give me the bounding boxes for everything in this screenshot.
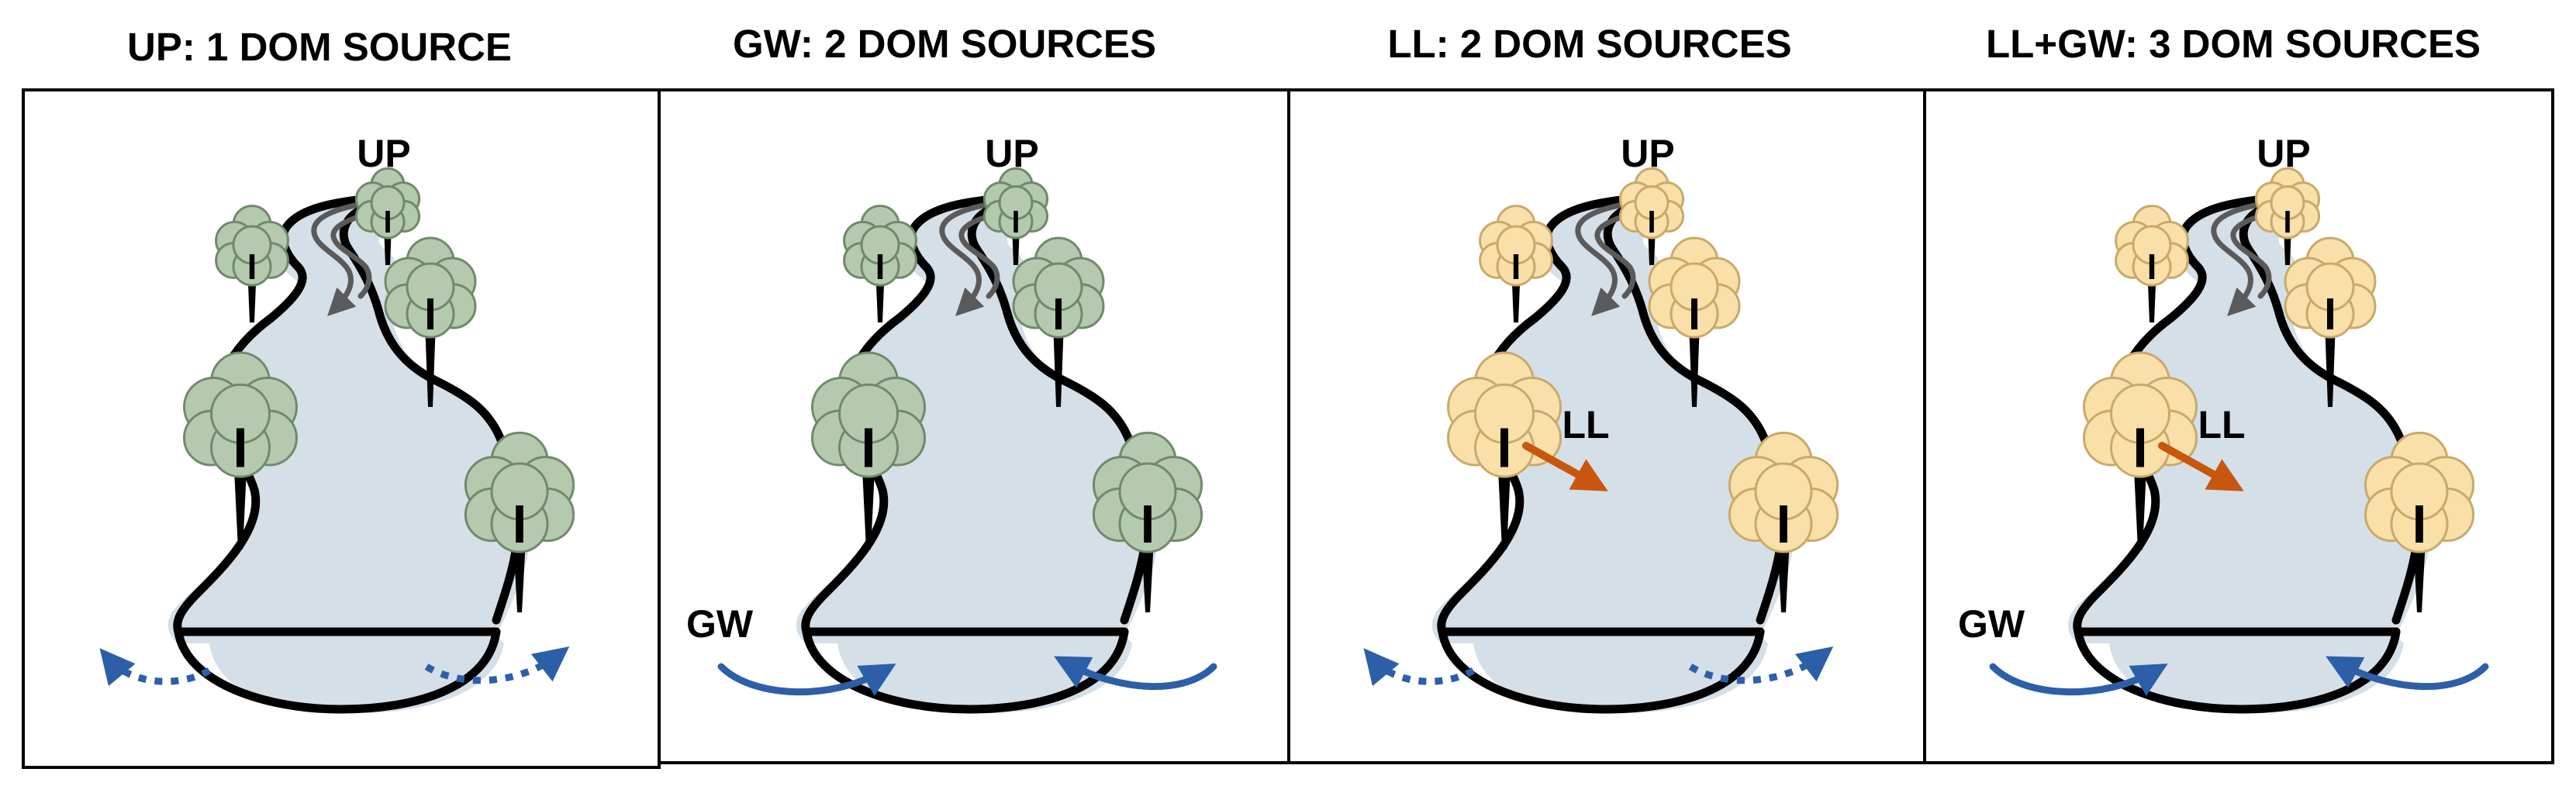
groundwater-outflow-arrow-right	[424, 646, 570, 684]
tree-trunk-top	[2149, 254, 2155, 279]
tree-trunk	[862, 457, 875, 550]
tree-top-right	[2254, 167, 2321, 265]
tree-lower-right	[464, 431, 575, 612]
tree-upper-left	[215, 205, 289, 322]
panel-title-gw: GW: 2 DOM SOURCES	[733, 22, 1156, 66]
tree-trunk	[513, 533, 527, 612]
tree-trunk-top	[516, 505, 523, 543]
tree-trunk-top	[1013, 211, 1018, 233]
tree-trunk-top	[249, 254, 255, 279]
tree-trunk	[2325, 322, 2336, 407]
tree-trunk	[1141, 533, 1155, 612]
groundwater-inflow-arrow-right	[2326, 656, 2489, 691]
tree-lower-right	[1728, 431, 1839, 612]
groundwater-outflow-arrow-left	[99, 648, 212, 687]
upstream-flow-line	[330, 210, 375, 299]
tree-lower-right	[1092, 431, 1203, 612]
upstream-flow-line	[1594, 210, 1639, 299]
tree-trunk-top	[877, 254, 883, 279]
tree-upper-left	[2115, 205, 2189, 322]
tree-top-right	[1618, 167, 1685, 265]
tree-trunk-top	[427, 298, 433, 329]
tree-trunk	[1777, 533, 1790, 612]
river-water	[2067, 200, 2430, 713]
tree-trunk-top	[865, 428, 872, 467]
tree-trunk-top	[385, 211, 390, 233]
groundwater-inflow-arrow-left	[1989, 663, 2168, 696]
upstream-flow-arrow	[2211, 200, 2271, 316]
tree-trunk-top	[1649, 211, 1654, 233]
groundwater-outflow-arrow-right	[1688, 646, 1834, 684]
tree-upper-right	[2284, 236, 2377, 407]
tree-trunk	[425, 322, 436, 407]
groundwater-inflow-arrow-right	[1054, 656, 1217, 691]
tree-upper-right	[1648, 236, 1741, 407]
tree-upper-right	[384, 236, 477, 407]
tree-trunk	[233, 457, 247, 550]
tree-trunk	[2412, 533, 2426, 612]
label-gw: GW	[1958, 602, 2025, 646]
upstream-flow-arrow	[939, 200, 1000, 316]
tree-trunk-top	[237, 428, 244, 467]
tree-mid-left	[2083, 351, 2198, 550]
tree-upper-right	[1012, 236, 1105, 407]
panel-scene-1: UP	[99, 132, 575, 714]
tree-mid-left	[811, 351, 926, 550]
river-water	[1431, 200, 1794, 713]
tree-trunk-top	[1500, 428, 1508, 467]
tree-upper-left	[843, 205, 917, 322]
upstream-flow-arrow	[1575, 200, 1635, 316]
tree-trunk-top	[1780, 505, 1787, 543]
leaf-litter-arrow	[2158, 442, 2244, 491]
label-ll: LL	[2198, 403, 2245, 446]
tree-trunk-top	[2136, 428, 2144, 467]
tree-trunk	[1053, 322, 1064, 407]
tree-trunk-top	[1691, 298, 1697, 329]
upstream-flow-line	[2230, 210, 2275, 299]
tree-lower-right	[2364, 431, 2475, 612]
tree-trunk-top	[2415, 505, 2423, 543]
panel-frame-ll-gw	[1923, 88, 2554, 764]
groundwater-inflow-arrow-left	[717, 663, 896, 696]
panel-title-ll: LL: 2 DOM SOURCES	[1387, 22, 1791, 66]
tree-trunk-top	[2327, 298, 2333, 329]
label-ll: LL	[1562, 403, 1609, 446]
tree-trunk-top	[2285, 211, 2290, 233]
river-water	[796, 200, 1159, 713]
tree-upper-left	[1479, 205, 1553, 322]
tree-trunk	[1689, 322, 1700, 407]
groundwater-outflow-arrow-left	[1363, 648, 1476, 687]
tree-trunk-top	[1144, 505, 1152, 543]
panel-title-up: UP: 1 DOM SOURCE	[127, 25, 512, 69]
tree-mid-left	[1447, 351, 1562, 550]
upstream-flow-arrow	[311, 200, 371, 316]
tree-trunk	[2133, 457, 2147, 550]
tree-trunk-top	[1513, 254, 1519, 279]
tree-trunk	[1497, 457, 1511, 550]
leaf-litter-arrow	[1522, 442, 1608, 491]
tree-trunk-top	[1055, 298, 1062, 329]
upstream-flow-line	[958, 210, 1003, 299]
panel-title-ll-gw: LL+GW: 3 DOM SOURCES	[1986, 22, 2481, 66]
tree-top-right	[982, 167, 1049, 265]
label-gw: GW	[686, 602, 754, 646]
tree-top-right	[354, 167, 421, 265]
river-water	[167, 200, 530, 713]
tree-mid-left	[183, 351, 298, 550]
